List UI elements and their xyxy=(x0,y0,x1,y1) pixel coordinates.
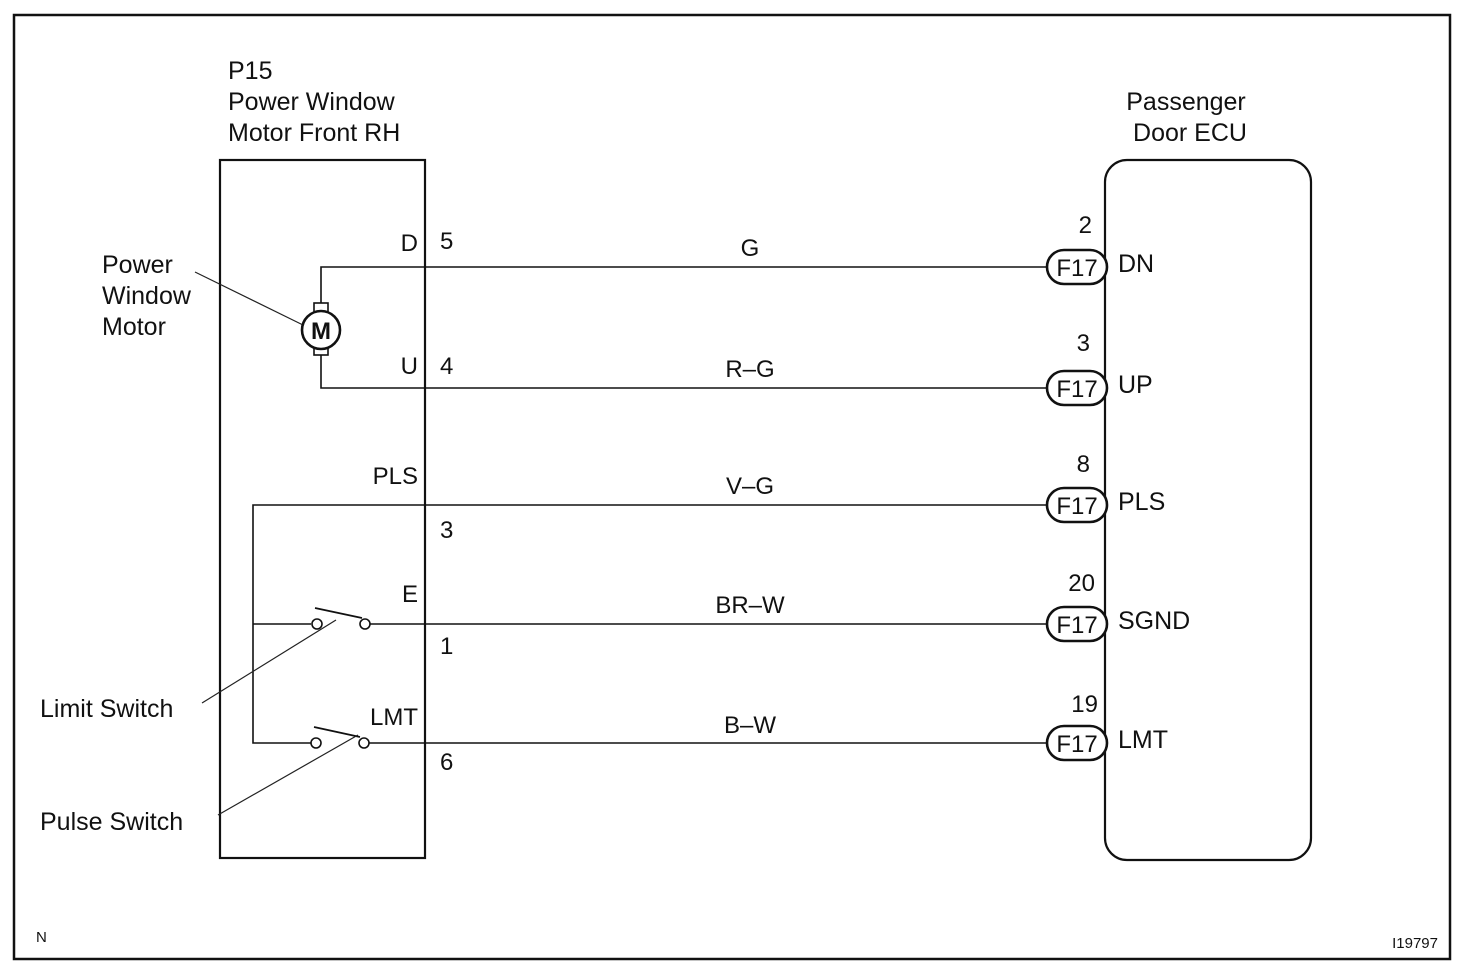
motor-callout-leader xyxy=(194,271,304,326)
connector-label: F17 xyxy=(1056,731,1097,758)
motor-pin-number: 1 xyxy=(440,633,453,660)
motor-component-name-line2: Motor Front RH xyxy=(228,119,400,147)
motor-component-name-line1: Power Window xyxy=(228,88,396,116)
ecu-pin-number: 20 xyxy=(1068,570,1095,597)
wire-color-label: G xyxy=(741,235,760,262)
connector-icon: F17 xyxy=(1045,724,1109,762)
wire-color-label: BR–W xyxy=(715,592,785,619)
limit-switch-icon xyxy=(311,607,371,630)
connector-icon: F17 xyxy=(1045,248,1109,286)
motor-pin-number: 4 xyxy=(440,353,453,380)
ecu-terminal-label: DN xyxy=(1118,250,1154,278)
connector-label: F17 xyxy=(1056,493,1097,520)
figure-id: I19797 xyxy=(1392,935,1438,952)
connector-label: F17 xyxy=(1056,376,1097,403)
ecu-name-line2: Door ECU xyxy=(1133,119,1247,147)
ecu-terminal-label: LMT xyxy=(1118,726,1168,754)
connector-label: F17 xyxy=(1056,255,1097,282)
motor-wire-top xyxy=(320,266,425,303)
motor-terminal-label: D xyxy=(401,230,418,257)
motor-pin-number: 6 xyxy=(440,749,453,776)
motor-terminal-label: U xyxy=(401,353,418,380)
limit-switch-callout: Limit Switch xyxy=(40,695,173,723)
motor-symbol-letter: M xyxy=(311,318,331,345)
connector-icon: F17 xyxy=(1045,369,1109,407)
connector-label: F17 xyxy=(1056,612,1097,639)
motor-pin-number: 5 xyxy=(440,228,453,255)
ecu-pin-number: 2 xyxy=(1079,212,1092,239)
motor-terminal-label: PLS xyxy=(373,463,418,490)
ecu-pin-number: 3 xyxy=(1077,330,1090,357)
diagram-frame xyxy=(12,13,1452,961)
motor-callout-line3: Motor xyxy=(102,313,166,341)
wire-color-label: B–W xyxy=(724,712,776,739)
motor-terminal-label: E xyxy=(402,581,418,608)
ecu-terminal-label: SGND xyxy=(1118,607,1190,635)
motor-callout-line2: Window xyxy=(102,282,192,310)
wire-color-label: R–G xyxy=(725,356,774,383)
connector-icon: F17 xyxy=(1045,605,1109,643)
pulse-switch-callout: Pulse Switch xyxy=(40,808,183,836)
wire-color-label: V–G xyxy=(726,473,774,500)
motor-wire-bottom xyxy=(320,355,425,389)
motor-component-box xyxy=(218,158,427,860)
ecu-pin-number: 19 xyxy=(1071,691,1098,718)
motor-component-code: P15 xyxy=(228,57,272,85)
motor-pin-number: 3 xyxy=(440,517,453,544)
footer-left-mark: N xyxy=(36,929,47,946)
ecu-terminal-label: UP xyxy=(1118,371,1153,399)
ecu-name-line1: Passenger xyxy=(1126,88,1246,116)
connector-icon: F17 xyxy=(1045,486,1109,524)
motor-terminal-label: LMT xyxy=(370,704,418,731)
pulse-switch-leader xyxy=(217,734,359,816)
ecu-terminal-label: PLS xyxy=(1118,488,1165,516)
motor-icon: M xyxy=(300,302,342,356)
limit-switch-leader xyxy=(201,619,337,704)
ecu-pin-number: 8 xyxy=(1077,451,1090,478)
motor-callout-line1: Power xyxy=(102,251,173,279)
